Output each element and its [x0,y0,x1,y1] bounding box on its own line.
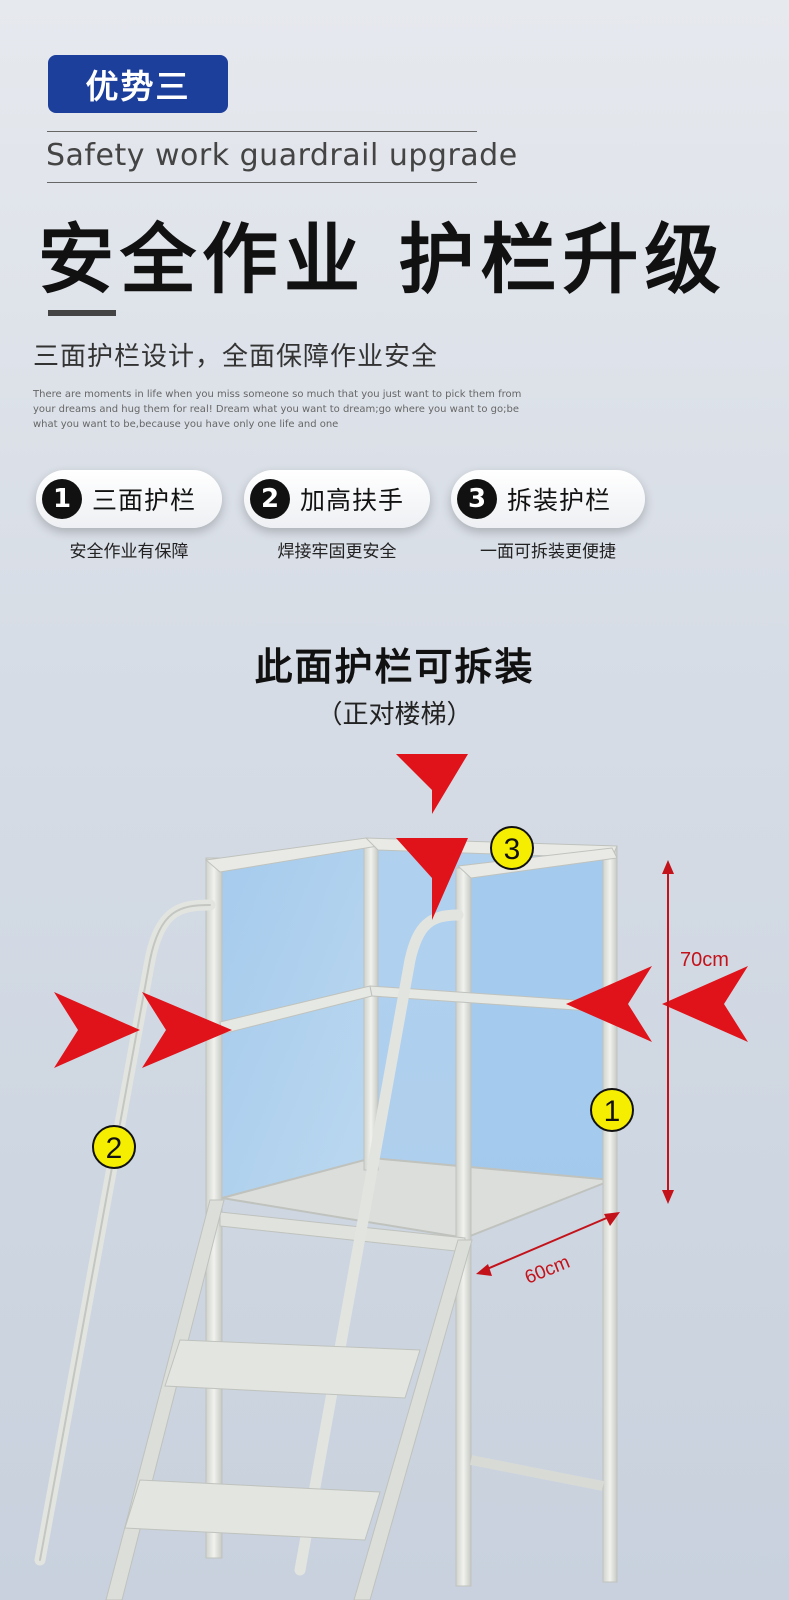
accent-bar [48,310,116,316]
arrow-down-1 [396,754,468,814]
feature-label-1: 三面护栏 [92,486,197,515]
feature-label-2: 加高扶手 [300,486,405,515]
english-title: Safety work guardrail upgrade [46,138,518,173]
feature-label-3: 拆装护栏 [507,486,612,515]
badge-label: 优势三 [85,67,191,106]
removable-guardrail-note: （正对楼梯） [316,700,473,730]
left-glass-panel [220,846,372,1198]
feature-number-2: 2 [250,479,290,519]
stair-tread-lower [124,1479,381,1541]
dimension-lines [476,860,674,1276]
width-arrowhead-right [604,1212,620,1226]
marker-2: 2 [92,1125,136,1169]
stair-tread-upper [164,1339,421,1399]
arrow-left-1 [566,966,652,1042]
decorative-english-text: There are moments in life when you miss … [33,389,522,430]
title-bottom-divider [47,182,477,183]
feature-caption-2: 焊接牢固更安全 [277,542,397,562]
chinese-title: 安全作业 护栏升级 [38,215,727,304]
height-label: 70cm [680,949,729,971]
stair-right-stringer [353,1239,473,1600]
marker-2-number: 2 [106,1132,123,1165]
feature-number-3: 3 [457,479,497,519]
height-arrowhead-top [662,860,674,874]
feature-caption-3: 一面可拆装更便捷 [480,542,616,562]
stair [105,1199,604,1600]
section-badge: 优势三 [48,55,228,113]
front-glass-panel [462,854,612,1238]
marker-3: 3 [490,826,534,870]
arrow-down-2 [396,838,468,920]
right-handrail [294,909,464,1576]
width-label: 60cm [522,1252,573,1289]
width-arrowhead-left [476,1264,492,1276]
feature-number-1: 1 [42,479,82,519]
top-rail-front [456,847,618,879]
subtitle: 三面护栏设计，全面保障作业安全 [33,342,439,372]
feature-pill-1: 1 三面护栏 [36,470,222,528]
feature-pill-3: 3 拆装护栏 [451,470,645,528]
left-handrail-shade [39,904,211,1561]
feature-caption-1: 安全作业有保障 [69,542,189,562]
width-dimension-line [479,1213,617,1273]
arrow-right-2 [142,992,232,1068]
front-right-post [455,867,472,1587]
marker-3-number: 3 [504,833,521,866]
marker-1-number: 1 [604,1095,621,1128]
arrow-left-2 [662,966,748,1042]
marker-1: 1 [590,1088,634,1132]
title-top-divider [47,131,477,132]
base-brace [470,1455,604,1491]
removable-guardrail-callout: 此面护栏可拆装 [254,645,535,689]
feature-pill-2: 2 加高扶手 [244,470,430,528]
arrow-right-1 [54,992,140,1068]
height-arrowhead-bottom [662,1190,674,1204]
red-indicator-arrows [54,754,748,1068]
